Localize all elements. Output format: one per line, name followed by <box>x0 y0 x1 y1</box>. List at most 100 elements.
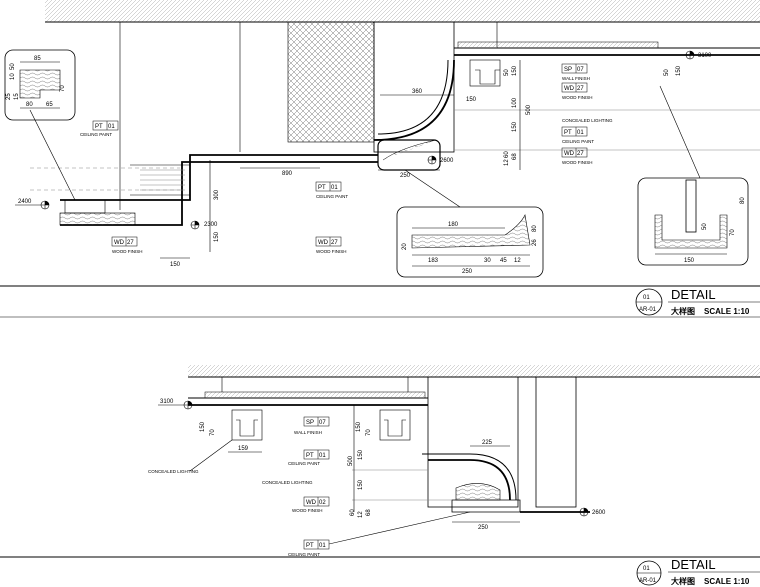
detail-subtitle: 大样图 <box>671 306 695 316</box>
svg-text:01: 01 <box>319 453 326 459</box>
svg-text:2600: 2600 <box>592 510 606 516</box>
svg-text:150: 150 <box>358 479 364 490</box>
tag-ceiling-paint-1: PT 01 CEILING PAINT <box>80 120 119 137</box>
concealed-lighting-2b: CONCEALED LIGHTING <box>262 480 313 485</box>
dim-2300: 2300 <box>204 222 218 228</box>
wood-profile <box>382 139 437 161</box>
svg-text:WALL FINISH: WALL FINISH <box>562 76 590 81</box>
dim-100: 100 <box>512 97 518 108</box>
right-wall-2 <box>535 376 577 508</box>
svg-text:CEILING PAINT: CEILING PAINT <box>316 194 348 199</box>
svg-text:PT: PT <box>95 124 103 130</box>
dim-150-r2: 150 <box>512 121 518 132</box>
light-box-left <box>64 199 106 214</box>
svg-text:PT: PT <box>318 185 326 191</box>
svg-text:PT: PT <box>306 543 314 549</box>
svg-text:20: 20 <box>402 243 408 250</box>
svg-text:PT: PT <box>306 453 314 459</box>
svg-text:07: 07 <box>577 67 584 73</box>
dimensions-main: 150 300 150 890 360 150 250 150 100 150 … <box>160 60 682 268</box>
right-box <box>469 59 501 87</box>
dim-2600: 2600 <box>440 158 454 164</box>
curved-soffit-inner <box>377 59 449 135</box>
svg-text:30: 30 <box>484 258 491 264</box>
tag-ceiling-paint-2: PT 01 CEILING PAINT <box>315 181 348 199</box>
plate-2 <box>204 391 426 399</box>
svg-text:10: 10 <box>10 73 16 80</box>
svg-text:27: 27 <box>127 240 134 246</box>
svg-text:大样图: 大样图 <box>671 576 695 586</box>
svg-text:3100: 3100 <box>160 399 174 405</box>
dim-360: 360 <box>412 89 423 95</box>
svg-text:45: 45 <box>500 258 507 264</box>
svg-text:26: 26 <box>532 239 538 246</box>
svg-text:PT: PT <box>564 130 572 136</box>
svg-text:AR-01: AR-01 <box>639 578 657 584</box>
detail-scale: SCALE 1:10 <box>704 307 750 316</box>
svg-text:SP: SP <box>564 67 572 73</box>
svg-text:27: 27 <box>331 240 338 246</box>
tag-wood-finish-2: WD 27 WOOD FINISH <box>315 236 347 254</box>
svg-text:180: 180 <box>448 222 459 228</box>
svg-text:150: 150 <box>200 421 206 432</box>
channel-2a <box>236 419 258 437</box>
tag-wood-finish-1: WD 27 WOOD FINISH <box>111 236 143 254</box>
svg-text:25: 25 <box>6 93 12 100</box>
concealed-lighting-label: CONCEALED LIGHTING <box>562 118 613 123</box>
svg-text:SCALE 1:10: SCALE 1:10 <box>704 577 750 586</box>
svg-text:02: 02 <box>319 500 326 506</box>
tag2-wood-finish: WD 02 WOOD FINISH <box>292 496 330 513</box>
dim-50b: 50 <box>504 69 510 76</box>
dim-890: 890 <box>282 171 293 177</box>
detail-1: 2400 2300 2600 3100 150 300 150 <box>0 0 760 318</box>
svg-text:80: 80 <box>740 197 746 204</box>
svg-text:CEILING PAINT: CEILING PAINT <box>288 461 320 466</box>
svg-text:WOOD FINISH: WOOD FINISH <box>316 249 347 254</box>
svg-text:CEILING PAINT: CEILING PAINT <box>288 552 320 557</box>
dim-500: 500 <box>526 104 532 115</box>
dim-150-vert: 150 <box>214 231 220 242</box>
svg-text:WD: WD <box>564 151 575 157</box>
sheet-number: AR-01 <box>639 307 657 313</box>
dim-3100: 3100 <box>698 53 712 59</box>
svg-text:WD: WD <box>564 86 575 92</box>
ceiling-slab-2 <box>188 365 760 377</box>
svg-text:WOOD FINISH: WOOD FINISH <box>112 249 143 254</box>
tag-wall-finish: SP 07 WALL FINISH <box>561 63 590 81</box>
svg-text:01: 01 <box>643 566 650 572</box>
svg-text:WD: WD <box>318 240 329 246</box>
svg-text:70: 70 <box>366 429 372 436</box>
svg-text:15: 15 <box>14 93 20 100</box>
title-block-2: 01 AR-01 DETAIL 大样图 SCALE 1:10 <box>636 557 760 586</box>
svg-text:150: 150 <box>356 421 362 432</box>
detail-title: DETAIL <box>671 287 716 302</box>
svg-text:225: 225 <box>482 440 493 446</box>
svg-text:70: 70 <box>210 429 216 436</box>
svg-text:65: 65 <box>46 102 53 108</box>
detail-number: 01 <box>643 295 650 301</box>
svg-text:250: 250 <box>478 525 489 531</box>
dim-150-bottom: 150 <box>170 262 181 268</box>
stair-treads <box>140 169 185 191</box>
callout-zoom-right: 80 50 70 150 <box>637 85 749 266</box>
svg-text:27: 27 <box>577 86 584 92</box>
wall-panel <box>373 21 455 153</box>
tag2-ceiling-paint-2: PT 01 CEILING PAINT <box>288 511 471 557</box>
svg-text:27: 27 <box>577 151 584 157</box>
right-plate <box>457 41 659 49</box>
tag2-ceiling-paint-1: PT 01 CEILING PAINT <box>288 449 330 466</box>
callout-zoom-left: 85 10 50 25 15 70 80 65 <box>4 49 76 201</box>
svg-text:WD: WD <box>306 500 317 506</box>
svg-text:150: 150 <box>358 449 364 460</box>
right-channel <box>475 69 500 85</box>
svg-text:50: 50 <box>702 223 708 230</box>
light-box-2b <box>379 409 411 441</box>
svg-text:70: 70 <box>730 229 736 236</box>
dim-68: 68 <box>512 153 518 160</box>
svg-text:50: 50 <box>10 63 16 70</box>
svg-text:01: 01 <box>319 543 326 549</box>
svg-text:01: 01 <box>331 185 338 191</box>
svg-text:01: 01 <box>577 130 584 136</box>
tag-wood-finish-3: WD 27 WOOD FINISH <box>561 82 593 100</box>
dimensions-2: 150 70 159 150 70 500 150 150 60 12 68 2… <box>200 405 520 531</box>
